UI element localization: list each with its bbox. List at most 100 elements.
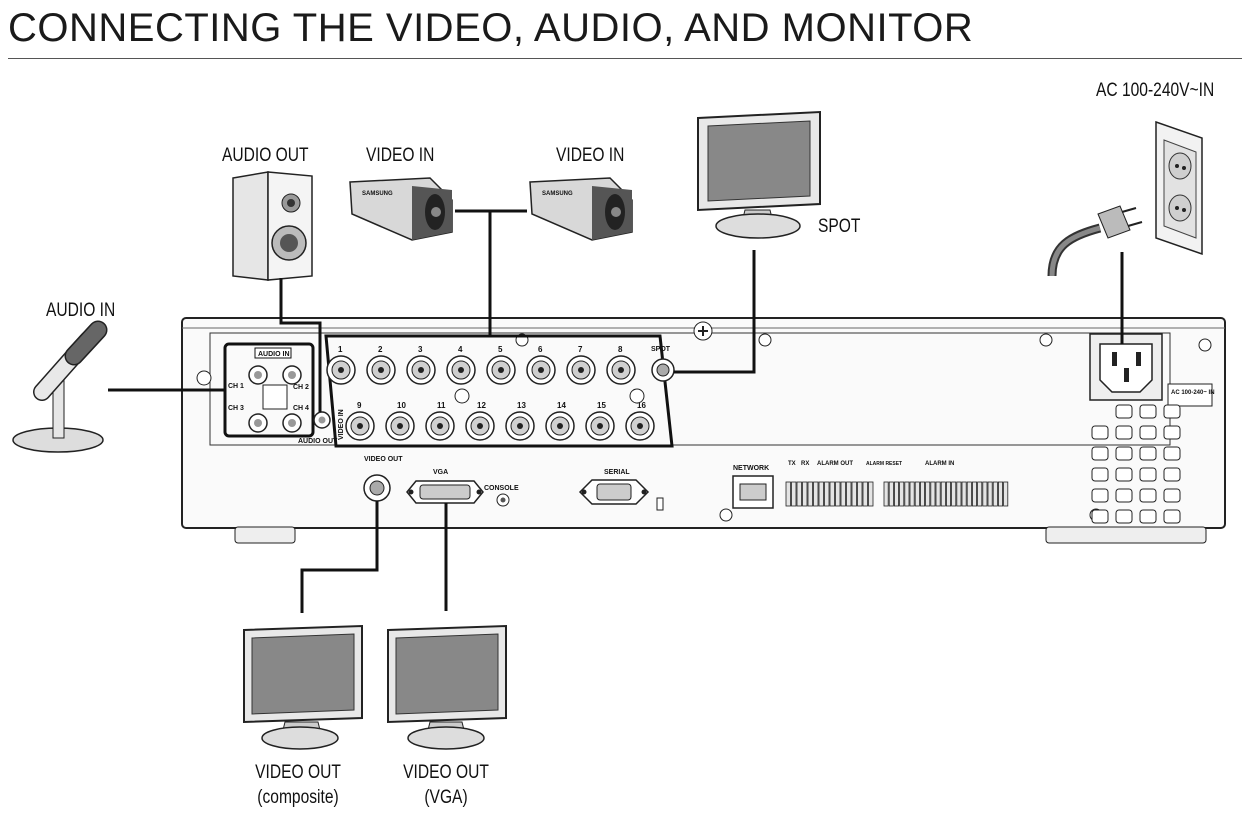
- terminal-row-2: [883, 481, 1009, 507]
- terminal-pin: [857, 481, 863, 507]
- video-out-port-label: VIDEO OUT: [364, 456, 403, 463]
- bnc-video-in-9: 9: [345, 401, 375, 441]
- terminal-pin: [977, 481, 983, 507]
- bnc-video-in-label-1: 1: [338, 345, 343, 354]
- terminal-pin: [883, 481, 889, 507]
- vent-slot: [1091, 467, 1109, 482]
- power-plug-icon: [1047, 205, 1143, 277]
- bnc-video-in-4: 4: [446, 345, 476, 385]
- bnc-video-in-15: 15: [585, 401, 615, 441]
- terminal-pin: [791, 481, 797, 507]
- label-video-in-1: VIDEO IN: [366, 145, 435, 166]
- bnc-video-in-label-14: 14: [557, 401, 566, 410]
- page-title: CONNECTING THE VIDEO, AUDIO, AND MONITOR: [8, 6, 974, 50]
- terminal-pin: [802, 481, 808, 507]
- vent-slot: [1163, 425, 1181, 440]
- cable-audio-out: [279, 278, 322, 412]
- terminal-pin: [807, 481, 813, 507]
- video-in-port-label: VIDEO IN: [338, 409, 345, 440]
- vent-slot: [1139, 404, 1157, 419]
- bnc-video-in-label-13: 13: [517, 401, 526, 410]
- bnc-video-in-label-5: 5: [498, 345, 503, 354]
- terminal-pin: [966, 481, 972, 507]
- terminal-pin: [835, 481, 841, 507]
- label-video-out-vga-sub: (VGA): [424, 787, 468, 808]
- bnc-video-in-2: 2: [366, 345, 396, 385]
- vent-slot: [1163, 467, 1181, 482]
- label-ac-power: AC 100-240V~IN: [1096, 80, 1215, 101]
- vent-slot: [1139, 488, 1157, 503]
- terminal-pin: [796, 481, 802, 507]
- vent-slot: [1091, 488, 1109, 503]
- bnc-video-in-13: 13: [505, 401, 535, 441]
- alarm-in-label: ALARM IN: [925, 461, 954, 467]
- terminal-pin: [818, 481, 824, 507]
- bnc-video-in-3: 3: [406, 345, 436, 385]
- vent-slot: [1115, 467, 1133, 482]
- terminal-pin: [829, 481, 835, 507]
- vent-slot: [1163, 509, 1181, 524]
- bnc-video-in-12: 12: [465, 401, 495, 441]
- terminal-pin: [992, 481, 998, 507]
- speaker-icon: [232, 171, 313, 281]
- ch4-label: CH 4: [293, 405, 309, 412]
- network-port-label: NETWORK: [733, 465, 769, 472]
- composite-monitor-icon: [243, 624, 363, 750]
- vga-port: VGA: [406, 469, 484, 504]
- terminal-pin: [961, 481, 967, 507]
- bnc-video-in-8: 8: [606, 345, 636, 385]
- camera-brand-2: SAMSUNG: [542, 191, 573, 197]
- bnc-video-in-11: 11: [425, 401, 455, 441]
- terminal-pin: [868, 481, 874, 507]
- spot-port-label: SPOT: [651, 346, 671, 353]
- ch2-label: CH 2: [293, 384, 309, 391]
- vga-monitor-icon: [387, 624, 507, 750]
- cable-video-out-composite: [300, 501, 379, 613]
- ch3-label: CH 3: [228, 405, 244, 412]
- terminal-pin: [846, 481, 852, 507]
- title-divider: [8, 58, 1242, 59]
- camera-icon-1: SAMSUNG: [349, 177, 453, 241]
- bnc-video-in-7: 7: [566, 345, 596, 385]
- terminal-pin: [946, 481, 952, 507]
- label-video-out-composite-sub: (composite): [257, 787, 339, 808]
- terminal-pin: [909, 481, 915, 507]
- label-video-in-2: VIDEO IN: [556, 145, 625, 166]
- terminal-pin: [899, 481, 905, 507]
- vent-slot: [1163, 446, 1181, 461]
- terminal-pin: [785, 481, 791, 507]
- alarm-reset-label: ALARM RESET: [866, 461, 902, 467]
- serial-port-label: SERIAL: [604, 469, 630, 476]
- terminal-pin: [940, 481, 946, 507]
- terminal-pin: [925, 481, 931, 507]
- bnc-video-in-label-6: 6: [538, 345, 543, 354]
- vent-slot: [1163, 488, 1181, 503]
- terminal-pin: [920, 481, 926, 507]
- terminal-pin: [982, 481, 988, 507]
- vent-grid: [1091, 404, 1181, 524]
- terminal-pin: [813, 481, 819, 507]
- console-port: CONSOLE: [484, 485, 519, 507]
- power-outlet-icon: [1155, 120, 1203, 256]
- bnc-video-in-label-12: 12: [477, 401, 486, 410]
- bnc-video-in-label-9: 9: [357, 401, 362, 410]
- vent-slot: [1115, 446, 1133, 461]
- terminal-row-1: [785, 481, 874, 507]
- terminal-pin: [1003, 481, 1009, 507]
- label-video-out-composite: VIDEO OUT: [255, 762, 341, 783]
- label-audio-in: AUDIO IN: [46, 300, 116, 321]
- terminal-pin: [888, 481, 894, 507]
- ch1-label: CH 1: [228, 383, 244, 390]
- spot-port: SPOT: [651, 346, 675, 382]
- spot-monitor-icon: [697, 110, 821, 239]
- terminal-pin: [914, 481, 920, 507]
- terminal-pin: [840, 481, 846, 507]
- cables: [108, 209, 1124, 613]
- vent-slot: [1139, 425, 1157, 440]
- audio-out-port-label: AUDIO OUT: [298, 438, 338, 445]
- bnc-video-in-label-15: 15: [597, 401, 606, 410]
